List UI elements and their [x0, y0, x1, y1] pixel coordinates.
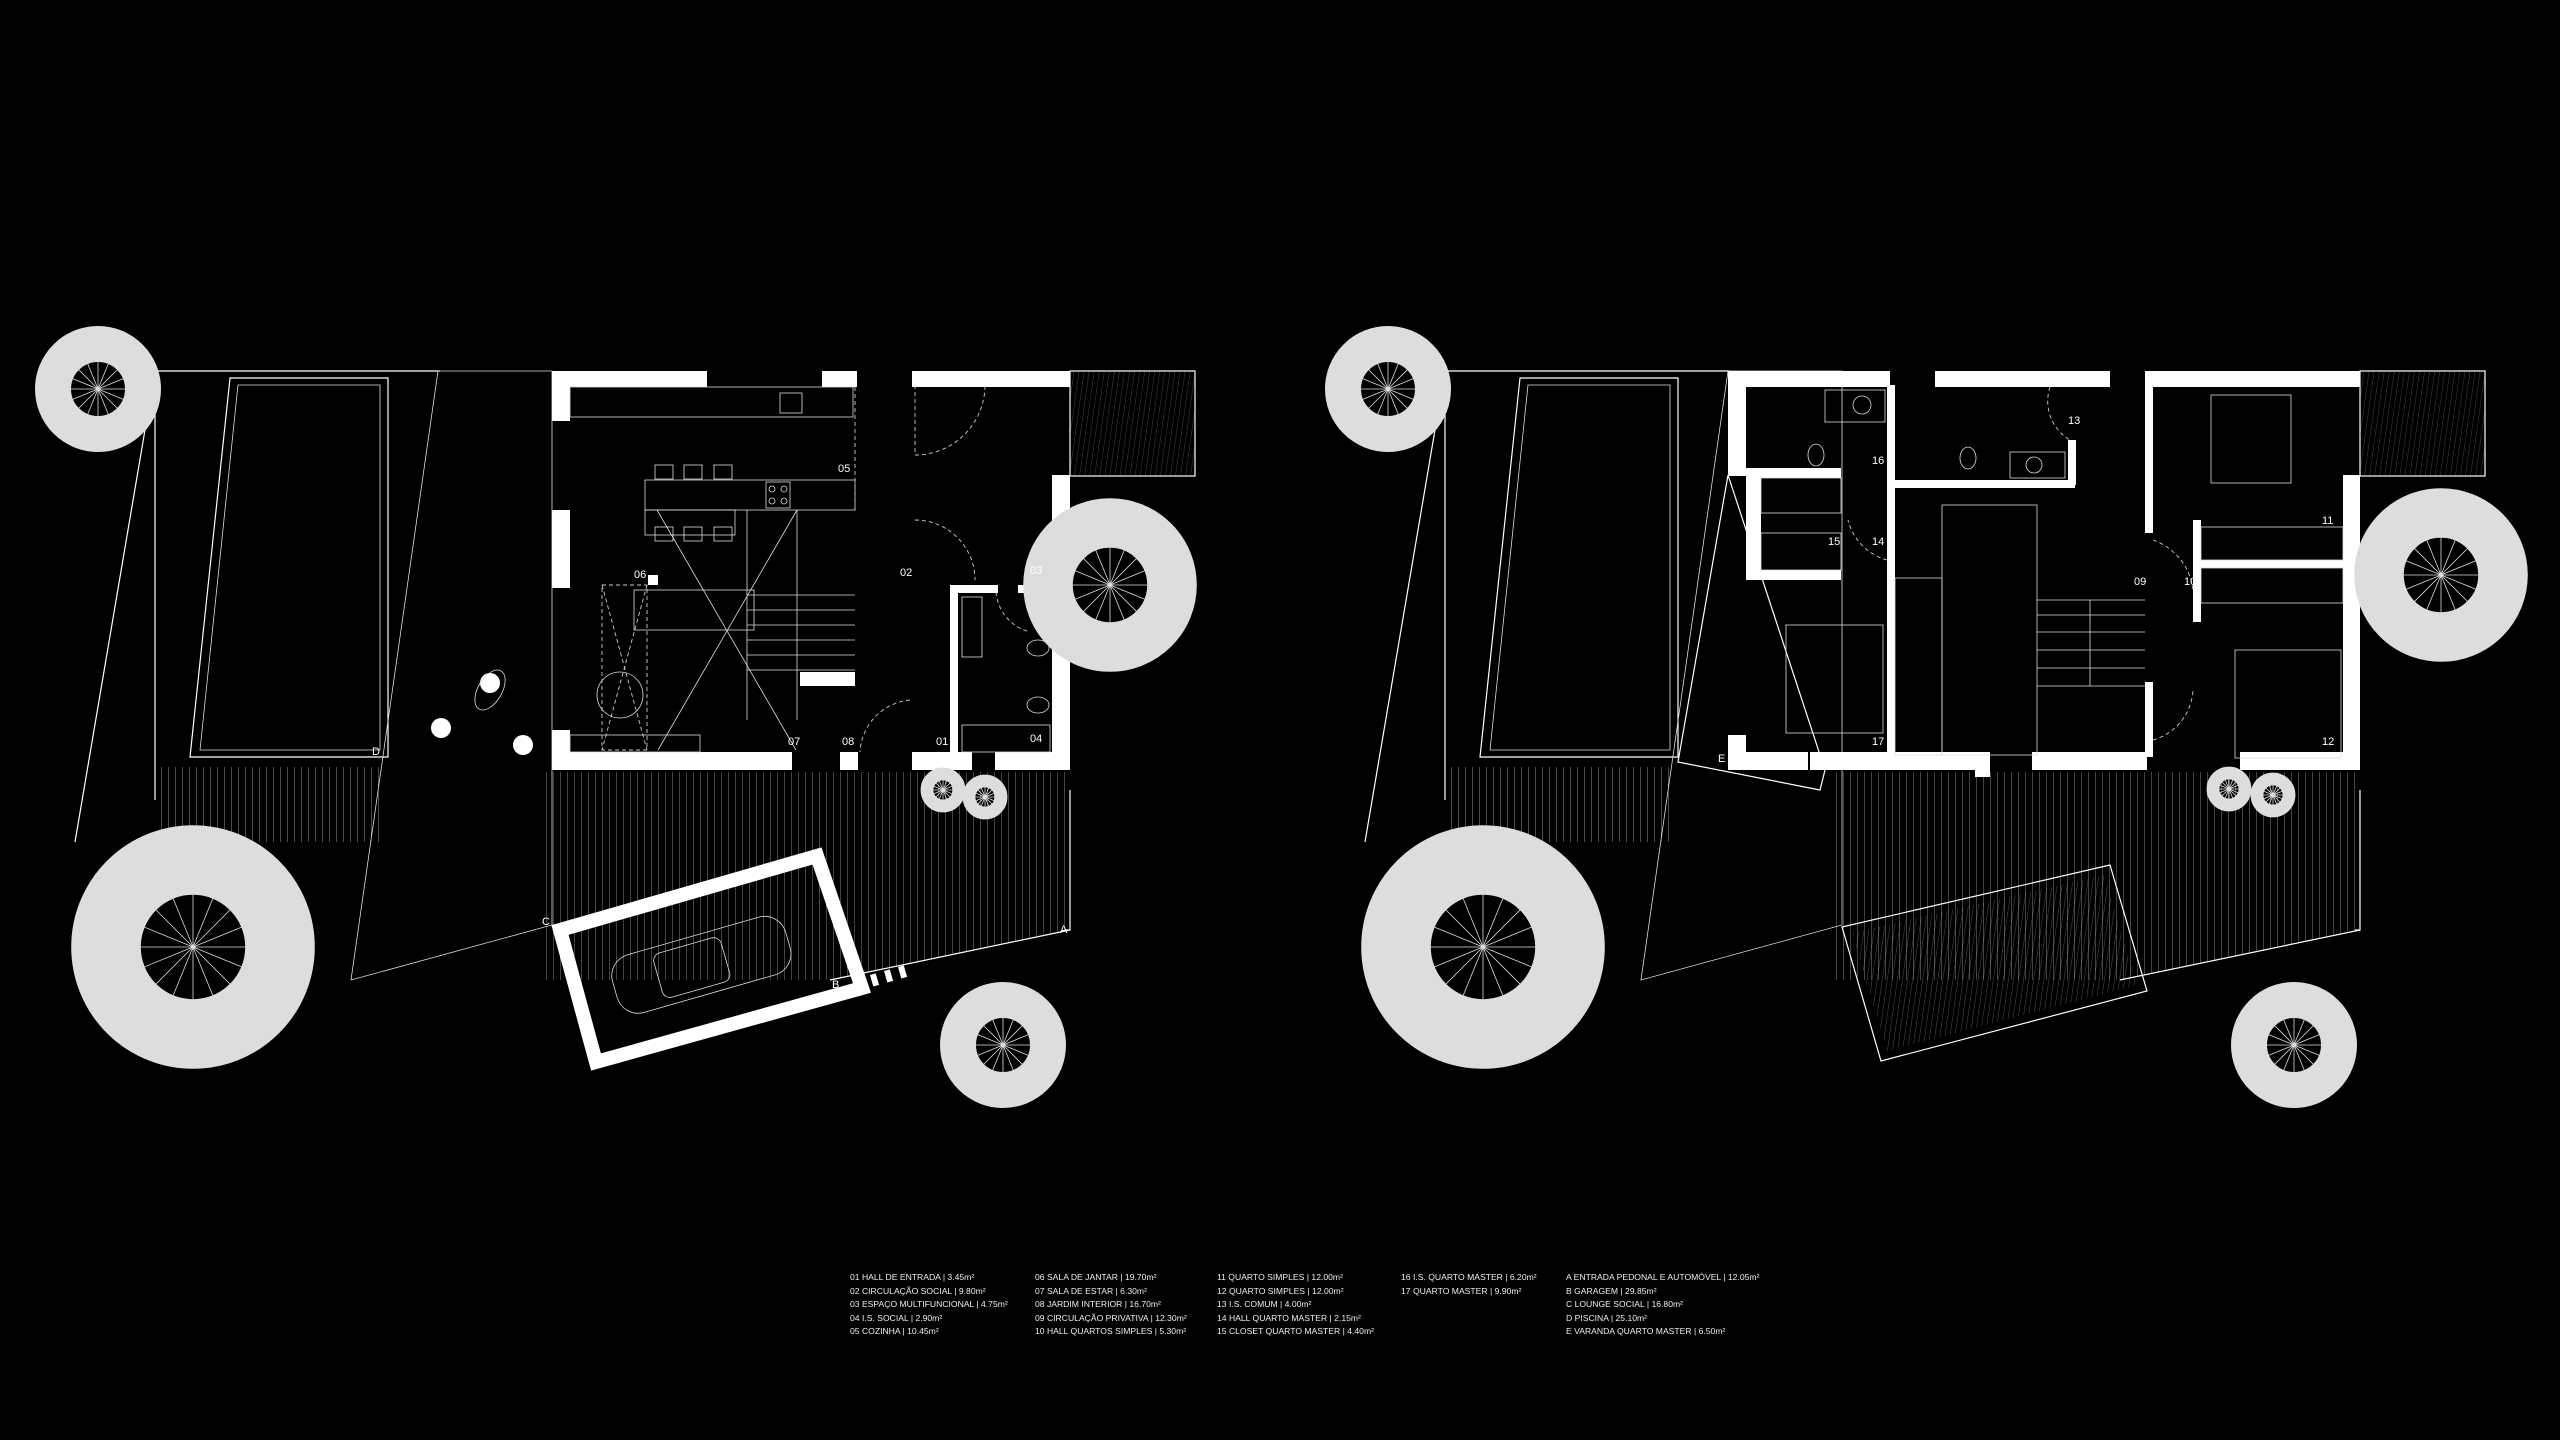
room-label: 12 [2322, 736, 2334, 748]
area-label: D [372, 746, 380, 758]
room-label: 03 [1030, 565, 1042, 577]
shrub-icon [927, 774, 959, 806]
tree-icon [106, 860, 280, 1034]
room-label: 01 [936, 736, 948, 748]
tree-icon [2379, 513, 2503, 637]
room-label: 14 [1872, 536, 1884, 548]
legend-item: C LOUNGE SOCIAL | 16.80m² [1566, 1299, 1684, 1310]
area-label: B [832, 979, 839, 991]
area-label: A [1060, 924, 1068, 936]
room-label: 06 [634, 569, 646, 581]
tree-icon [1343, 344, 1433, 434]
legend-item: 16 I.S. QUARTO MASTER | 6.20m² [1401, 1272, 1537, 1282]
legend-item: 15 CLOSET QUARTO MASTER | 4.40m² [1217, 1326, 1374, 1337]
legend-item: 11 QUARTO SIMPLES | 12.00m² [1217, 1272, 1343, 1282]
tree-icon [2249, 1000, 2339, 1090]
shrub-icon [2213, 773, 2245, 805]
tree-icon [53, 344, 143, 434]
room-label: 11 [2322, 515, 2333, 527]
room-label: 15 [1828, 536, 1840, 548]
ground-floor-plan: 01 02 03 04 05 06 07 08 A B C D [53, 344, 1195, 1090]
area-label: E [1718, 753, 1725, 765]
legend-item: E VARANDA QUARTO MASTER | 6.50m² [1566, 1326, 1726, 1337]
shrub-icon [969, 781, 1001, 813]
legend-item: B GARAGEM | 29.85m² [1566, 1285, 1657, 1296]
tree-icon [1048, 523, 1172, 647]
shrub-icon [2257, 779, 2289, 811]
area-label: C [542, 916, 550, 928]
room-label: 17 [1872, 736, 1884, 748]
room-label: 07 [788, 736, 800, 748]
legend-item: 14 HALL QUARTO MASTER | 2.15m² [1217, 1312, 1361, 1323]
legend-item: 05 COZINHA | 10.45m² [850, 1326, 939, 1337]
legend-item: 04 I.S. SOCIAL | 2.90m² [850, 1312, 943, 1323]
legend-item: 02 CIRCULAÇÃO SOCIAL | 9.80m² [850, 1285, 986, 1296]
room-label: 02 [900, 567, 912, 579]
legend-column-2: 06 SALA DE JANTAR | 19.70m² 07 SALA DE E… [1035, 1271, 1187, 1339]
room-label: 08 [842, 736, 854, 748]
legend-column-5: A ENTRADA PEDONAL E AUTOMÓVEL | 12.05m² … [1566, 1271, 1759, 1339]
legend-item: D PISCINA | 25.10m² [1566, 1312, 1648, 1323]
legend-item: 01 HALL DE ENTRADA | 3.45m² [850, 1272, 975, 1282]
legend-item: 03 ESPAÇO MULTIFUNCIONAL | 4.75m² [850, 1299, 1008, 1310]
room-label: 16 [1872, 455, 1884, 467]
tree-icon [1396, 860, 1570, 1034]
tree-icon [958, 1000, 1048, 1090]
legend-item: 10 HALL QUARTOS SIMPLES | 5.30m² [1035, 1326, 1187, 1337]
legend-item: 08 JARDIM INTERIOR | 16.70m² [1035, 1299, 1161, 1310]
legend-item: A ENTRADA PEDONAL E AUTOMÓVEL | 12.05m² [1566, 1272, 1760, 1282]
legend-item: 17 QUARTO MASTER | 9.90m² [1401, 1285, 1522, 1296]
legend-column-3: 11 QUARTO SIMPLES | 12.00m² 12 QUARTO SI… [1217, 1271, 1374, 1339]
room-label: 10 [2184, 576, 2196, 588]
legend-item: 06 SALA DE JANTAR | 19.70m² [1035, 1272, 1157, 1282]
room-label: 04 [1030, 733, 1042, 745]
legend-column-4: 16 I.S. QUARTO MASTER | 6.20m² 17 QUARTO… [1401, 1271, 1537, 1298]
legend-item: 07 SALA DE ESTAR | 6.30m² [1035, 1285, 1147, 1296]
room-label: 13 [2068, 415, 2080, 427]
legend-item: 12 QUARTO SIMPLES | 12.00m² [1217, 1285, 1344, 1296]
legend-item: 13 I.S. COMUM | 4.00m² [1217, 1299, 1312, 1310]
legend-column-1: 01 HALL DE ENTRADA | 3.45m² 02 CIRCULAÇÃ… [850, 1271, 1008, 1339]
legend-item: 09 CIRCULAÇÃO PRIVATIVA | 12.30m² [1035, 1312, 1187, 1323]
upper-floor-plan: 09 10 11 12 13 14 15 16 17 E [1343, 344, 2503, 1090]
room-label: 09 [2134, 576, 2146, 588]
room-label: 05 [838, 463, 850, 475]
